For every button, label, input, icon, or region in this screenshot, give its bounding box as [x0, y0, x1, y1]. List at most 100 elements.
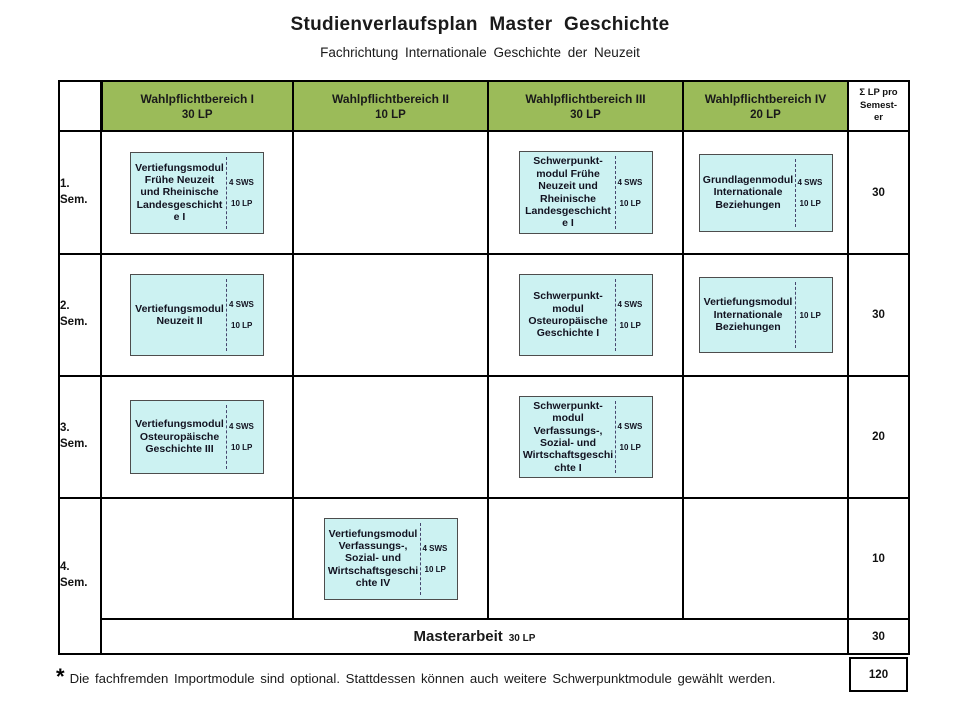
module-title: Vertiefungsmodul Osteuropäische Geschich… [135, 418, 224, 456]
semester-4-row: 4. Sem. Vertiefungsmodul Verfassungs-, S… [58, 497, 910, 655]
module-title: Schwerpunkt-modul Verfassungs-, Sozial- … [522, 399, 614, 474]
module-divider [226, 156, 227, 229]
module-lp: 10 LP [231, 321, 253, 330]
module-divider [226, 405, 227, 469]
page-subtitle: Fachrichtung Internationale Geschichte d… [320, 45, 640, 60]
cell-sem1-wpb3: Schwerpunkt-modul Frühe Neuzeit und Rhei… [487, 130, 684, 255]
module-box: Vertiefungsmodul Internationale Beziehun… [698, 277, 833, 353]
module-divider [226, 279, 227, 351]
module-sws: 4 SWS [617, 177, 643, 187]
module-sws: 4 SWS [229, 300, 254, 309]
module-title: Vertiefungsmodul Frühe Neuzeit und Rhein… [135, 161, 224, 224]
page-title: Studienverlaufsplan Master Geschichte [290, 14, 670, 35]
semester-4-label: 4. Sem. [58, 497, 102, 655]
module-meta: 4 SWS 10 LP [616, 275, 652, 355]
column-header-name: Wahlpflichtbereich IV [704, 91, 827, 106]
cell-sem1-wpb1: Vertiefungsmodul Frühe Neuzeit und Rhein… [100, 130, 294, 255]
column-header-wpb1: Wahlpflichtbereich I 30 LP [99, 80, 294, 132]
total-lp-box: 120 [849, 657, 908, 692]
module-sws: 4 SWS [617, 422, 643, 431]
module-lp: 10 LP [619, 321, 641, 330]
module-divider [794, 282, 796, 348]
cell-sem4-wpb1 [100, 497, 294, 620]
module-box: Vertiefungsmodul Osteuropäische Geschich… [130, 400, 264, 474]
module-meta: 4 SWS 10 LP [227, 401, 263, 473]
cell-sem2-wpb2 [292, 253, 489, 377]
cell-sem3-wpb2 [292, 375, 489, 499]
module-divider [614, 400, 616, 474]
module-box: Vertiefungsmodul Verfassungs-, Sozial- u… [323, 517, 458, 600]
column-header-wpb3: Wahlpflichtbereich III 30 LP [487, 80, 684, 132]
module-lp: 10 LP [424, 564, 446, 574]
module-title: Vertiefungsmodul Neuzeit II [135, 302, 224, 327]
module-meta: 4 SWS 10 LP [421, 519, 457, 599]
module-lp: 10 LP [799, 198, 821, 208]
module-meta: 10 LP [796, 278, 832, 352]
module-meta: 4 SWS 10 LP [227, 153, 263, 233]
module-meta: 4 SWS 10 LP [616, 152, 652, 232]
study-plan-table: Wahlpflichtbereich I 30 LP Wahlpflichtbe… [58, 80, 910, 655]
column-header-wpb4: Wahlpflichtbereich IV 20 LP [682, 80, 849, 132]
module-sws: 4 SWS [229, 422, 254, 431]
module-divider [794, 158, 796, 227]
column-header-lp: 10 LP [375, 108, 406, 121]
masterarbeit-row: Masterarbeit 30 LP 30 [59, 618, 910, 655]
column-header-name: Wahlpflichtbereich III [525, 91, 646, 106]
module-sws: 4 SWS [229, 177, 254, 187]
module-title: Schwerpunkt-modul Frühe Neuzeit und Rhei… [525, 155, 611, 230]
footnote-text: Die fachfremden Importmodule sind option… [69, 671, 776, 686]
empty-corner-cell [58, 80, 102, 132]
module-lp: 10 LP [619, 198, 641, 208]
module-title: Vertiefungsmodul Internationale Beziehun… [703, 296, 793, 334]
cell-sem3-wpb4 [682, 375, 849, 499]
semester-1-label: 1. Sem. [58, 130, 102, 255]
module-box: Schwerpunkt-modul Osteuropäische Geschic… [518, 274, 653, 356]
module-divider [419, 522, 421, 595]
cell-sem4-wpb2: Vertiefungsmodul Verfassungs-, Sozial- u… [292, 497, 489, 620]
sum-sem4: 10 [847, 497, 910, 620]
module-meta: 4 SWS 10 LP [616, 397, 652, 477]
sum-masterarbeit: 30 [847, 618, 910, 655]
cell-sem1-wpb2 [292, 130, 489, 255]
column-header-name: Wahlpflichtbereich I [140, 91, 255, 106]
cell-sem2-wpb1: Vertiefungsmodul Neuzeit II 4 SWS 10 LP [100, 253, 294, 377]
footnote-asterisk: * [56, 664, 65, 689]
cell-sem4-wpb3 [487, 497, 684, 620]
module-lp: 10 LP [619, 443, 641, 452]
module-box: Grundlagenmodul Internationale Beziehung… [698, 153, 833, 232]
sum-sem1: 30 [847, 130, 910, 255]
sum-sem2: 30 [847, 253, 910, 377]
module-title: Schwerpunkt-modul Osteuropäische Geschic… [528, 290, 608, 340]
module-box: Schwerpunkt-modul Frühe Neuzeit und Rhei… [518, 151, 653, 234]
sum-header-line: Semest- [860, 99, 897, 111]
module-meta: 4 SWS 10 LP [227, 275, 263, 355]
semester-1-row: 1. Sem. Vertiefungsmodul Frühe Neuzeit u… [58, 130, 910, 255]
column-header-name: Wahlpflichtbereich II [332, 91, 449, 106]
module-divider [614, 156, 616, 229]
cell-sem4-wpb4 [682, 497, 849, 620]
module-lp: 10 LP [231, 198, 253, 208]
column-header-lp: 30 LP [570, 108, 601, 121]
masterarbeit-title: Masterarbeit [413, 627, 503, 645]
module-lp: 10 LP [799, 310, 821, 320]
semester-2-row: 2. Sem. Vertiefungsmodul Neuzeit II 4 SW… [58, 253, 910, 377]
module-title: Vertiefungsmodul Verfassungs-, Sozial- u… [327, 527, 419, 590]
sum-header-line: er [874, 112, 883, 124]
semester-3-row: 3. Sem. Vertiefungsmodul Osteuropäische … [58, 375, 910, 499]
module-sws: 4 SWS [422, 543, 448, 553]
module-meta: 4 SWS 10 LP [796, 155, 832, 231]
module-sws: 4 SWS [797, 177, 823, 187]
cell-sem2-wpb4: Vertiefungsmodul Internationale Beziehun… [682, 253, 849, 377]
sum-header-line: Σ LP pro [859, 87, 898, 99]
module-divider [614, 279, 616, 351]
module-title: Grundlagenmodul Internationale Beziehung… [702, 173, 794, 211]
module-lp: 10 LP [231, 443, 253, 452]
semester-2-label: 2. Sem. [58, 253, 102, 377]
cell-sem2-wpb3: Schwerpunkt-modul Osteuropäische Geschic… [487, 253, 684, 377]
masterarbeit-lp: 30 LP [508, 632, 536, 644]
column-header-lp: 20 LP [750, 108, 781, 121]
header-row: Wahlpflichtbereich I 30 LP Wahlpflichtbe… [58, 80, 910, 132]
column-header-sum-lp: Σ LP pro Semest- er [847, 80, 910, 132]
cell-sem1-wpb4: Grundlagenmodul Internationale Beziehung… [682, 130, 849, 255]
column-header-wpb2: Wahlpflichtbereich II 10 LP [292, 80, 489, 132]
